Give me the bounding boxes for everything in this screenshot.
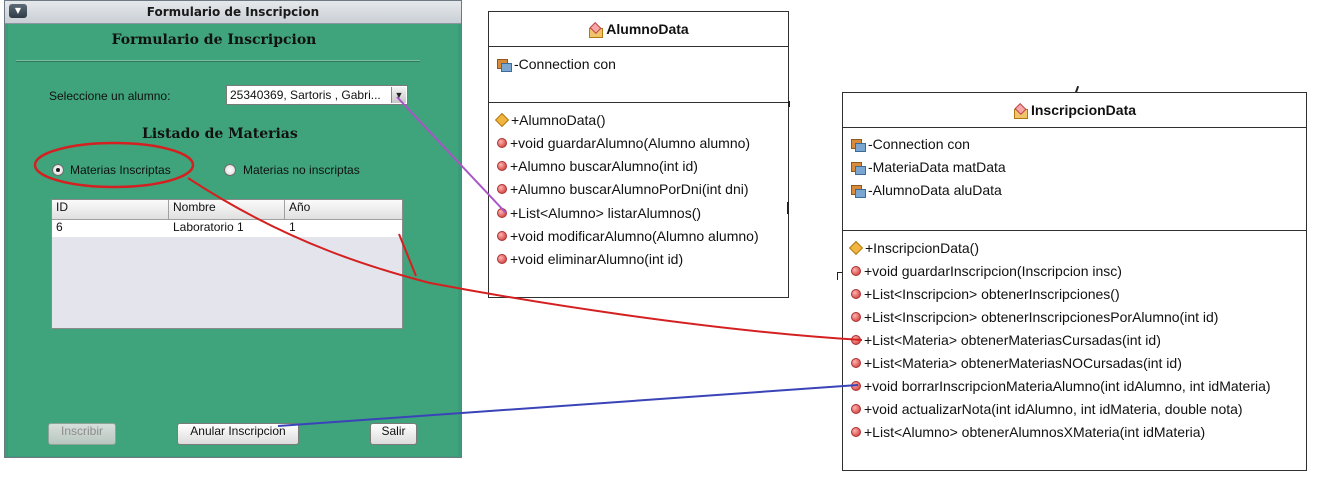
red-connector-line bbox=[398, 233, 417, 277]
inscripciondata-class-box: InscripcionData -Connection con -Materia… bbox=[842, 92, 1307, 471]
method-icon bbox=[497, 231, 507, 241]
alumnodata-class-box: AlumnoData -Connection con +AlumnoData()… bbox=[488, 11, 789, 298]
method-text: +List<Inscripcion> obtenerInscripciones(… bbox=[864, 286, 1120, 302]
select-student-label: Seleccione un alumno: bbox=[49, 89, 171, 103]
method-text: +Alumno buscarAlumnoPorDni(int dni) bbox=[510, 181, 749, 197]
column-header-id[interactable]: ID bbox=[52, 200, 169, 220]
method-row: +List<Inscripcion> obtenerInscripciones(… bbox=[851, 285, 1120, 303]
method-row: +List<Materia> obtenerMateriasNOCursadas… bbox=[851, 354, 1182, 372]
method-text: +void guardarInscripcion(Inscripcion ins… bbox=[864, 263, 1122, 279]
method-text: +AlumnoData() bbox=[511, 112, 606, 128]
table-cell-id: 6 bbox=[56, 220, 63, 234]
method-row: +Alumno buscarAlumno(int id) bbox=[497, 157, 698, 175]
method-row: +void guardarAlumno(Alumno alumno) bbox=[497, 134, 750, 152]
tick-mark bbox=[837, 272, 838, 280]
red-connector-line bbox=[187, 177, 863, 341]
field-text: -MateriaData matData bbox=[868, 159, 1006, 175]
method-text: +InscripcionData() bbox=[865, 240, 979, 256]
alumnodata-fields: -Connection con bbox=[489, 46, 788, 103]
method-text: +List<Alumno> listarAlumnos() bbox=[510, 205, 702, 221]
method-text: +void modificarAlumno(Alumno alumno) bbox=[510, 228, 759, 244]
method-icon bbox=[497, 184, 507, 194]
radio-no-inscriptas-label[interactable]: Materias no inscriptas bbox=[243, 163, 360, 177]
method-row: +List<Alumno> obtenerAlumnosXMateria(int… bbox=[851, 423, 1205, 441]
field-row: -AlumnoData aluData bbox=[851, 181, 1002, 199]
field-icon bbox=[851, 161, 866, 175]
field-row: -MateriaData matData bbox=[851, 158, 1006, 176]
purple-connector-line bbox=[396, 96, 507, 214]
method-row: +void eliminarAlumno(int id) bbox=[497, 250, 683, 268]
method-icon bbox=[497, 161, 507, 171]
column-header-nombre[interactable]: Nombre bbox=[169, 200, 285, 220]
window-menu-icon[interactable]: ▼ bbox=[9, 4, 27, 18]
method-icon bbox=[851, 404, 861, 414]
method-row: +List<Inscripcion> obtenerInscripcionesP… bbox=[851, 308, 1218, 326]
method-icon bbox=[497, 254, 507, 264]
window-title: Formulario de Inscripcion bbox=[146, 5, 320, 19]
alumnodata-header: AlumnoData bbox=[489, 12, 788, 47]
method-row: +void actualizarNota(int idAlumno, int i… bbox=[851, 400, 1243, 418]
tick-mark bbox=[788, 101, 790, 107]
table-cell-nombre: Laboratorio 1 bbox=[173, 220, 244, 234]
field-icon bbox=[851, 184, 866, 198]
salir-button[interactable]: Salir bbox=[370, 423, 417, 445]
field-icon bbox=[851, 138, 866, 152]
blue-connector-line bbox=[277, 384, 859, 427]
method-text: +List<Materia> obtenerMateriasNOCursadas… bbox=[864, 355, 1182, 371]
method-text: +void eliminarAlumno(int id) bbox=[510, 251, 684, 267]
method-text: +void actualizarNota(int idAlumno, int i… bbox=[864, 401, 1243, 417]
method-text: +List<Materia> obtenerMateriasCursadas(i… bbox=[864, 332, 1161, 348]
class-icon bbox=[1013, 105, 1028, 119]
radio-inscriptas-label[interactable]: Materias Inscriptas bbox=[70, 163, 171, 177]
student-combobox-value: 25340369, Sartoris , Gabri... bbox=[230, 88, 381, 102]
inscripciondata-fields: -Connection con -MateriaData matData -Al… bbox=[843, 127, 1306, 231]
method-icon bbox=[851, 266, 861, 276]
column-header-anio[interactable]: Año bbox=[285, 200, 402, 220]
radio-inscriptas[interactable] bbox=[52, 164, 64, 176]
method-icon bbox=[851, 427, 861, 437]
method-row: +void modificarAlumno(Alumno alumno) bbox=[497, 227, 759, 245]
field-row: -Connection con bbox=[497, 55, 616, 73]
alumnodata-title: AlumnoData bbox=[606, 21, 689, 37]
method-text: +List<Inscripcion> obtenerInscripcionesP… bbox=[864, 309, 1219, 325]
class-icon bbox=[588, 24, 604, 38]
method-row: +void guardarInscripcion(Inscripcion ins… bbox=[851, 262, 1122, 280]
anular-inscripcion-button[interactable]: Anular Inscripcion bbox=[177, 423, 299, 445]
title-separator bbox=[16, 60, 420, 62]
inscripciondata-title: InscripcionData bbox=[1030, 102, 1137, 118]
field-icon bbox=[497, 58, 512, 72]
field-text: -Connection con bbox=[514, 56, 616, 72]
title-bar: ▼ Formulario de Inscripcion bbox=[5, 1, 461, 24]
subjects-list-title: Listado de Materias bbox=[142, 126, 298, 142]
student-combobox[interactable]: 25340369, Sartoris , Gabri... ▼ bbox=[226, 85, 408, 105]
method-row: +Alumno buscarAlumnoPorDni(int dni) bbox=[497, 180, 749, 198]
method-text: +void borrarInscripcionMateriaAlumno(int… bbox=[864, 378, 1271, 394]
combobox-arrow-icon[interactable]: ▼ bbox=[391, 87, 406, 103]
subjects-table[interactable]: ID Nombre Año 6 Laboratorio 1 1 bbox=[51, 199, 403, 329]
radio-no-inscriptas[interactable] bbox=[224, 164, 236, 176]
red-highlight-ellipse bbox=[33, 141, 195, 189]
inscription-form-window: ▼ Formulario de Inscripcion Formulario d… bbox=[4, 0, 462, 458]
method-text: +List<Alumno> obtenerAlumnosXMateria(int… bbox=[864, 424, 1206, 440]
inscripciondata-header: InscripcionData bbox=[843, 93, 1306, 128]
tick-mark bbox=[837, 272, 842, 273]
method-icon bbox=[497, 138, 507, 148]
method-row: +InscripcionData() bbox=[848, 239, 979, 257]
method-icon bbox=[851, 312, 861, 322]
form-content: Formulario de Inscripcion Seleccione un … bbox=[8, 24, 458, 456]
table-row[interactable]: 6 Laboratorio 1 1 bbox=[52, 220, 402, 237]
field-row: -Connection con bbox=[851, 135, 970, 153]
inscribir-button[interactable]: Inscribir bbox=[48, 423, 116, 445]
method-icon bbox=[851, 358, 861, 368]
method-text: +Alumno buscarAlumno(int id) bbox=[510, 158, 698, 174]
method-row: +AlumnoData() bbox=[494, 111, 606, 129]
field-text: -Connection con bbox=[868, 136, 970, 152]
form-title: Formulario de Inscripcion bbox=[111, 32, 317, 48]
table-cell-anio: 1 bbox=[289, 220, 296, 234]
method-icon bbox=[851, 289, 861, 299]
field-text: -AlumnoData aluData bbox=[868, 182, 1002, 198]
tick-mark bbox=[787, 202, 789, 214]
method-text: +void guardarAlumno(Alumno alumno) bbox=[510, 135, 751, 151]
